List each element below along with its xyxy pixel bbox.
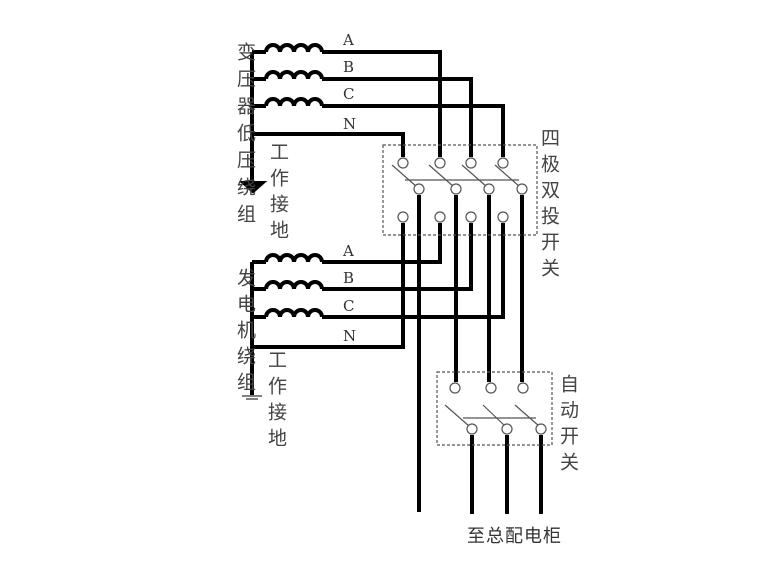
- auto-switch-label: 自动开关: [557, 374, 579, 478]
- generator-winding: [250, 195, 543, 514]
- phase-label-n: N: [343, 327, 357, 345]
- ground-icon: [238, 181, 268, 194]
- transformer-winding: [238, 43, 505, 194]
- four-pole-switch: [382, 144, 538, 236]
- phase-label-b: B: [343, 58, 355, 76]
- generator-ground-label: 工作接地: [265, 350, 287, 454]
- generator-label: 发电机绕组: [234, 268, 256, 398]
- phase-label-a: A: [343, 242, 354, 260]
- phase-label-b: B: [343, 269, 355, 287]
- transformer-ground-label: 工作接地: [267, 142, 289, 246]
- auto-switch: [436, 371, 553, 446]
- phase-label-c: C: [343, 297, 355, 315]
- phase-label-a: A: [343, 31, 354, 49]
- output-label: 至总配电柜: [467, 526, 562, 547]
- phase-label-n: N: [343, 115, 357, 133]
- transformer-label: 变压器低压绕组: [234, 42, 256, 231]
- four-pole-switch-label: 四极双投开关: [538, 128, 560, 284]
- phase-label-c: C: [343, 85, 355, 103]
